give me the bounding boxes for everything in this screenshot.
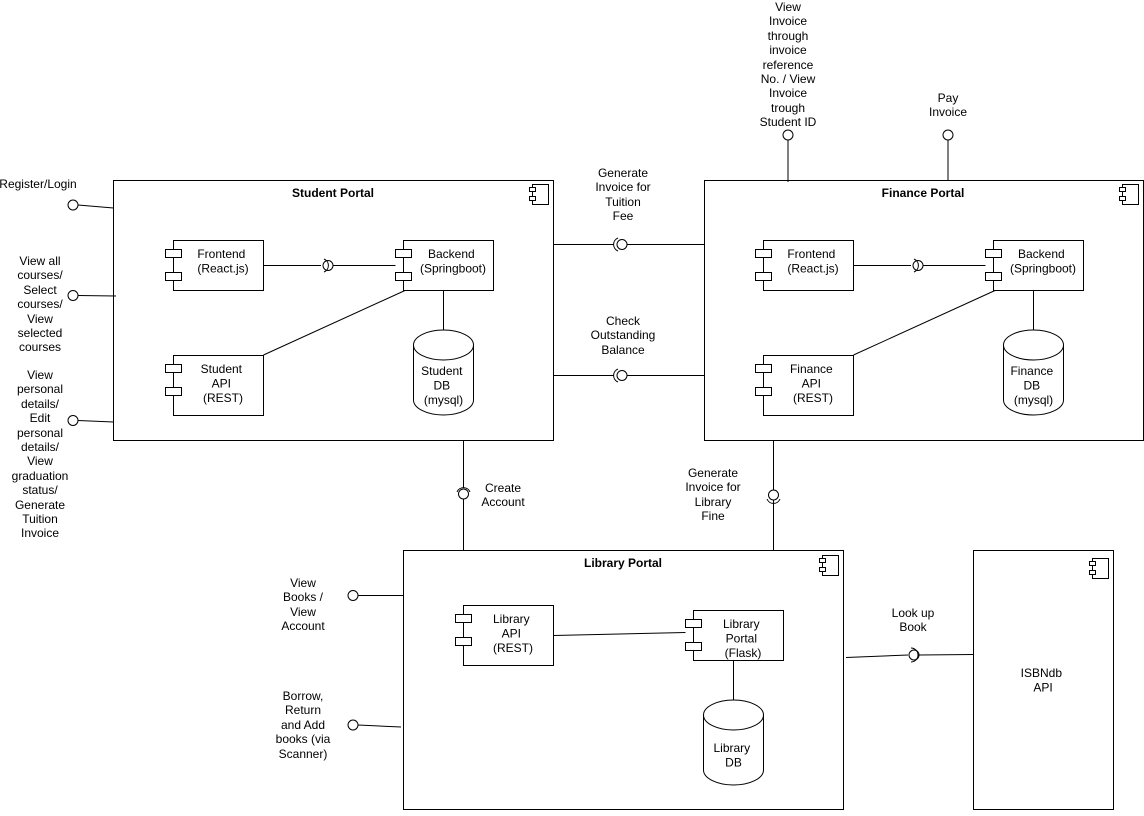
finance-api-label: Finance API (REST) (790, 362, 836, 405)
finance-api-component (755, 355, 854, 416)
finance-frontend-label: Frontend (React.js) (787, 247, 838, 275)
pay-invoice-label: Pay Invoice (928, 91, 968, 120)
student-frontend-label: Frontend (React.js) (197, 247, 248, 275)
student-frontend-component (165, 240, 264, 291)
component-icon (1119, 184, 1139, 205)
borrow-return-label: Borrow, Return and Add books (via Scanne… (275, 689, 331, 761)
library-portal-title: Library Portal (584, 556, 662, 570)
generate-tuition-invoice-label: Generate Invoice for Tuition Fee (595, 166, 651, 224)
look-up-book-label: Look up Book (891, 606, 935, 635)
component-icon (529, 184, 549, 205)
library-db-cylinder (703, 699, 764, 786)
check-balance-label: Check Outstanding Balance (590, 314, 656, 357)
library-portal-box (403, 550, 844, 810)
student-api-component (165, 355, 264, 416)
student-backend-component (395, 240, 494, 291)
isbndb-label: ISBNdb API (1021, 666, 1066, 694)
student-api-label: Student API (REST) (201, 362, 246, 405)
view-books-label: View Books / View Account (281, 576, 325, 634)
view-personal-details-label: View personal details/ Edit personal det… (11, 368, 69, 541)
library-flask-component (685, 610, 784, 661)
library-fine-invoice-label: Generate Invoice for Library Fine (685, 466, 741, 524)
component-icon (819, 555, 839, 576)
library-api-component (455, 605, 554, 666)
student-db-cylinder (413, 329, 474, 416)
view-invoice-label: View Invoice through invoice reference N… (759, 0, 817, 130)
student-db-label: Student DB (mysql) (421, 364, 466, 407)
component-icon (1089, 558, 1109, 579)
finance-portal-title: Finance Portal (882, 186, 965, 200)
student-portal-title: Student Portal (292, 186, 374, 200)
create-account-label: Create Account (481, 481, 525, 510)
student-backend-label: Backend (Springboot) (420, 247, 486, 275)
finance-backend-component (985, 240, 1084, 291)
finance-frontend-component (755, 240, 854, 291)
library-api-label: Library API (REST) (493, 612, 533, 655)
finance-db-label: Finance DB (mysql) (1010, 364, 1056, 407)
library-flask-label: Library Portal (Flask) (723, 617, 763, 660)
library-db-label: Library DB (713, 741, 753, 769)
finance-backend-label: Backend (Springboot) (1010, 247, 1076, 275)
isbndb-box (973, 550, 1114, 810)
view-courses-label: View all courses/ Select courses/ View s… (17, 254, 63, 355)
register-login-label: Register/Login (0, 177, 77, 191)
